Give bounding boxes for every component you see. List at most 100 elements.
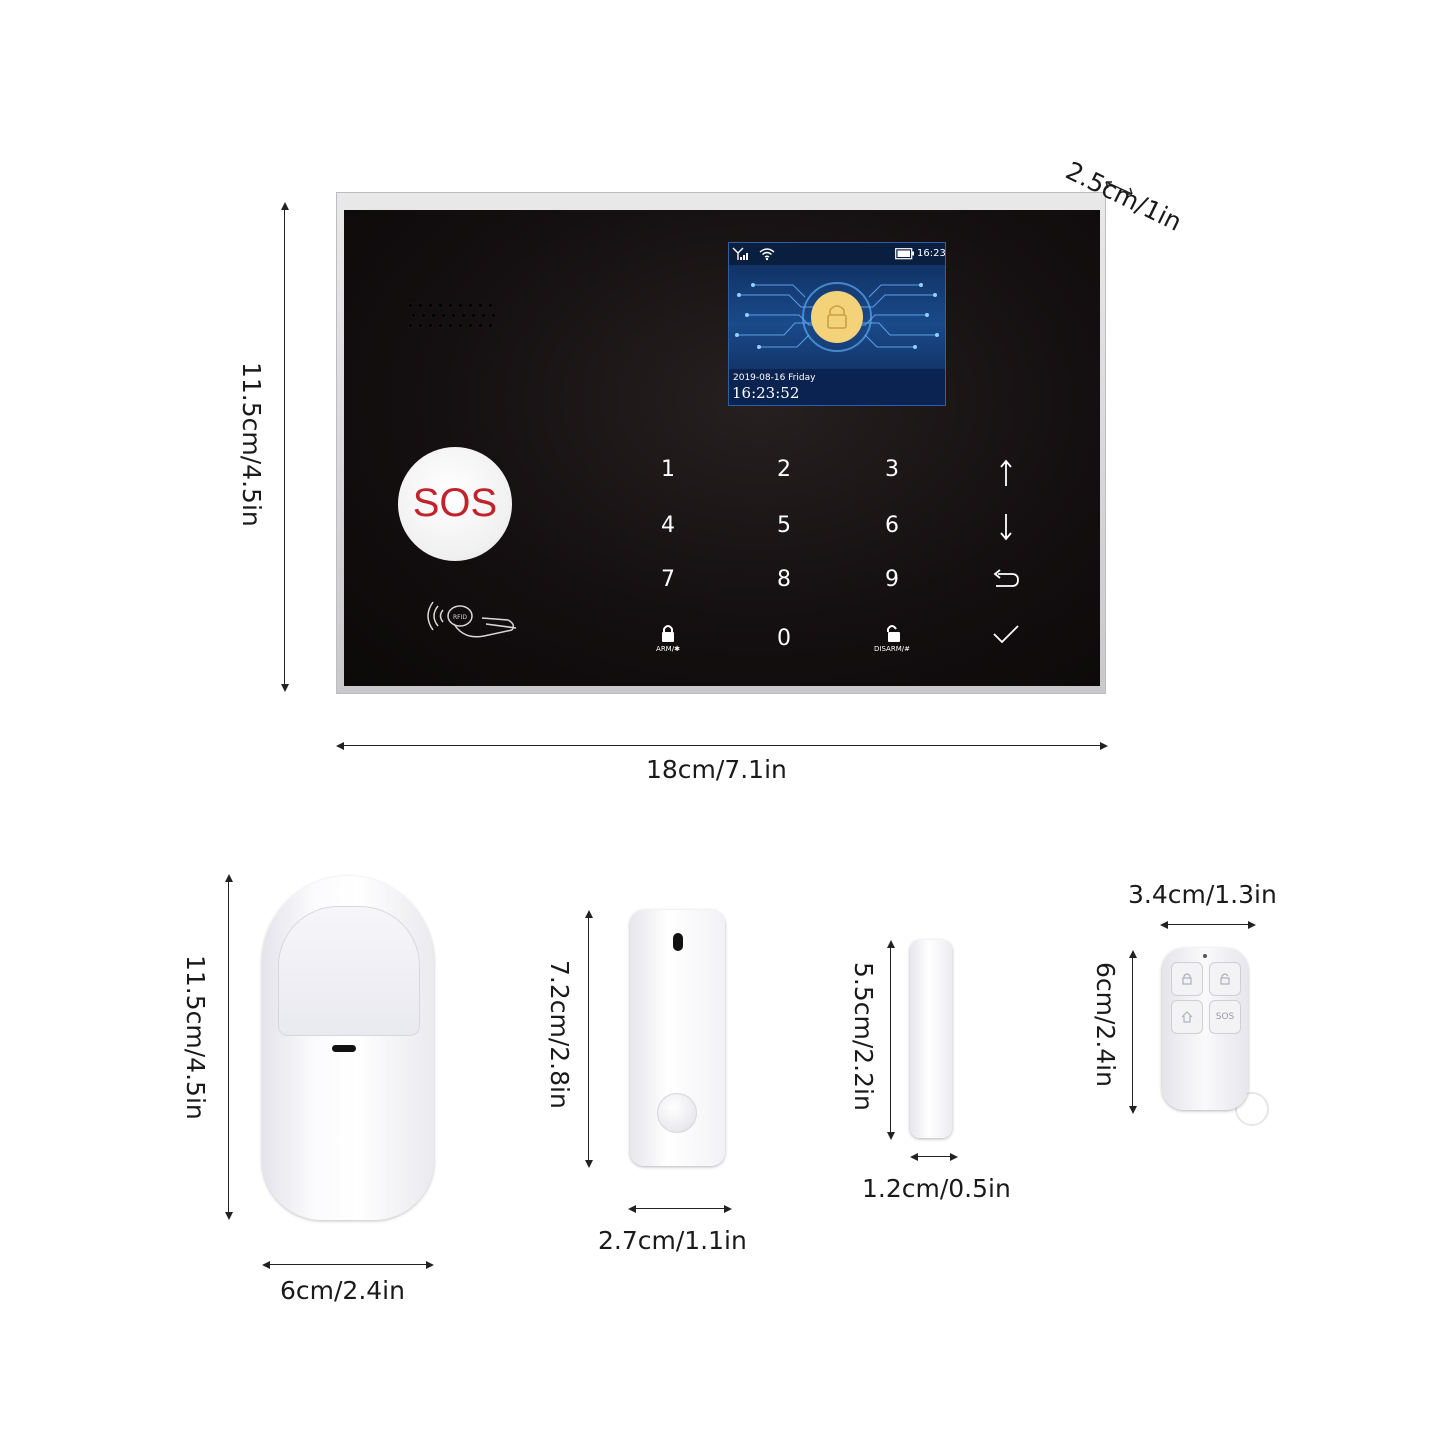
alarm-panel-face bbox=[344, 210, 1100, 686]
key-0[interactable]: 0 bbox=[777, 626, 791, 651]
screen-time-large: 16:23:52 bbox=[732, 384, 800, 402]
arrow-left-icon bbox=[628, 1205, 636, 1213]
arrow-left-icon bbox=[1160, 921, 1168, 929]
speaker-hole bbox=[438, 323, 443, 328]
key-3[interactable]: 3 bbox=[885, 457, 899, 482]
remote-sos-button[interactable]: SOS bbox=[1209, 1000, 1241, 1034]
screen-date-bar: 2019-08-16 Friday 16:23:52 bbox=[729, 369, 945, 405]
remote-height-line bbox=[1132, 954, 1133, 1110]
speaker-hole bbox=[491, 313, 496, 318]
door-width-line bbox=[634, 1208, 726, 1209]
speaker-hole bbox=[488, 323, 493, 328]
arrow-up-icon bbox=[1129, 950, 1137, 958]
lock-icon bbox=[827, 305, 847, 329]
arrow-right-icon bbox=[724, 1205, 732, 1213]
remote-width-label: 3.4cm/1.3in bbox=[1128, 880, 1277, 909]
speaker-hole bbox=[428, 323, 433, 328]
magnet-width-label: 1.2cm/0.5in bbox=[862, 1174, 1011, 1203]
remote-control: SOS bbox=[1162, 948, 1248, 1110]
arrow-up-icon[interactable] bbox=[996, 458, 1016, 488]
arrow-left-icon bbox=[262, 1261, 270, 1269]
pir-height-line bbox=[228, 878, 229, 1216]
arrow-left-icon bbox=[336, 742, 344, 750]
remote-home-button[interactable] bbox=[1171, 1000, 1203, 1034]
speaker-hole bbox=[418, 303, 423, 308]
sos-button-label: SOS bbox=[412, 481, 498, 525]
speaker-hole bbox=[458, 323, 463, 328]
signal-icon bbox=[732, 247, 748, 260]
speaker-hole bbox=[411, 313, 416, 318]
arrow-down-icon bbox=[1129, 1106, 1137, 1114]
pir-height-label: 11.5cm/4.5in bbox=[181, 955, 210, 1120]
key-2[interactable]: 2 bbox=[777, 457, 791, 482]
home-icon bbox=[1181, 1011, 1193, 1023]
lock-icon bbox=[662, 625, 674, 642]
remote-width-line bbox=[1166, 924, 1250, 925]
panel-height-line bbox=[284, 206, 285, 688]
speaker-hole bbox=[438, 303, 443, 308]
panel-width-label: 18cm/7.1in bbox=[646, 755, 787, 784]
pir-width-line bbox=[268, 1264, 428, 1265]
panel-height-label: 11.5cm/4.5in bbox=[237, 362, 266, 527]
door-magnet bbox=[910, 940, 952, 1138]
arm-key[interactable]: ARM/✱ bbox=[648, 622, 688, 656]
wifi-icon bbox=[759, 248, 775, 261]
arrow-left-icon bbox=[910, 1153, 918, 1161]
speaker-hole bbox=[471, 313, 476, 318]
sos-button[interactable]: SOS bbox=[398, 447, 512, 561]
disarm-key[interactable]: DISARM/# bbox=[872, 622, 912, 656]
back-icon[interactable] bbox=[990, 568, 1022, 592]
speaker-hole bbox=[448, 303, 453, 308]
check-icon[interactable] bbox=[990, 622, 1022, 646]
panel-width-line bbox=[342, 745, 1102, 746]
key-7[interactable]: 7 bbox=[661, 567, 675, 592]
door-sensor-button bbox=[657, 1093, 697, 1133]
remote-led bbox=[1203, 954, 1207, 958]
unlock-icon bbox=[887, 625, 900, 642]
key-8[interactable]: 8 bbox=[777, 567, 791, 592]
speaker-hole bbox=[418, 323, 423, 328]
arrow-up-icon bbox=[887, 940, 895, 948]
arrow-down-icon bbox=[281, 684, 289, 692]
arrow-up-icon bbox=[585, 910, 593, 918]
circuit-graphic bbox=[735, 282, 939, 352]
key-4[interactable]: 4 bbox=[661, 513, 675, 538]
remote-arm-button[interactable] bbox=[1171, 962, 1203, 996]
speaker-hole bbox=[458, 303, 463, 308]
speaker-hole bbox=[468, 303, 473, 308]
key-1[interactable]: 1 bbox=[661, 457, 675, 482]
speaker-grill bbox=[408, 303, 500, 333]
door-width-label: 2.7cm/1.1in bbox=[598, 1226, 747, 1255]
battery-icon bbox=[895, 248, 914, 260]
arrow-right-icon bbox=[426, 1261, 434, 1269]
door-height-label: 7.2cm/2.8in bbox=[545, 960, 574, 1109]
lock-icon bbox=[1182, 973, 1192, 985]
key-6[interactable]: 6 bbox=[885, 513, 899, 538]
screen-status-bar: 16:23 bbox=[729, 243, 945, 265]
speaker-hole bbox=[441, 313, 446, 318]
panel-display: 16:23 2019-08-16 Friday 16:23:52 bbox=[728, 242, 946, 406]
remote-disarm-button[interactable] bbox=[1209, 962, 1241, 996]
unlock-icon bbox=[1220, 973, 1230, 985]
speaker-hole bbox=[468, 323, 473, 328]
arrow-down-icon bbox=[225, 1212, 233, 1220]
speaker-hole bbox=[408, 323, 413, 328]
arm-key-label: ARM/✱ bbox=[656, 645, 680, 653]
magnet-width-line bbox=[916, 1156, 952, 1157]
remote-key-ring bbox=[1235, 1092, 1269, 1126]
arrow-down-icon bbox=[585, 1160, 593, 1168]
rfid-icon: RFID bbox=[427, 601, 517, 638]
key-9[interactable]: 9 bbox=[885, 567, 899, 592]
speaker-hole bbox=[478, 323, 483, 328]
pir-width-label: 6cm/2.4in bbox=[280, 1276, 405, 1305]
screen-clock-small: 16:23 bbox=[917, 248, 946, 259]
arrow-down-icon bbox=[887, 1132, 895, 1140]
speaker-hole bbox=[461, 313, 466, 318]
pir-sensor-led bbox=[332, 1045, 356, 1052]
arrow-right-icon bbox=[1248, 921, 1256, 929]
speaker-hole bbox=[478, 303, 483, 308]
arrow-up-icon bbox=[281, 202, 289, 210]
speaker-hole bbox=[448, 323, 453, 328]
arrow-down-icon[interactable] bbox=[996, 512, 1016, 542]
key-5[interactable]: 5 bbox=[777, 513, 791, 538]
